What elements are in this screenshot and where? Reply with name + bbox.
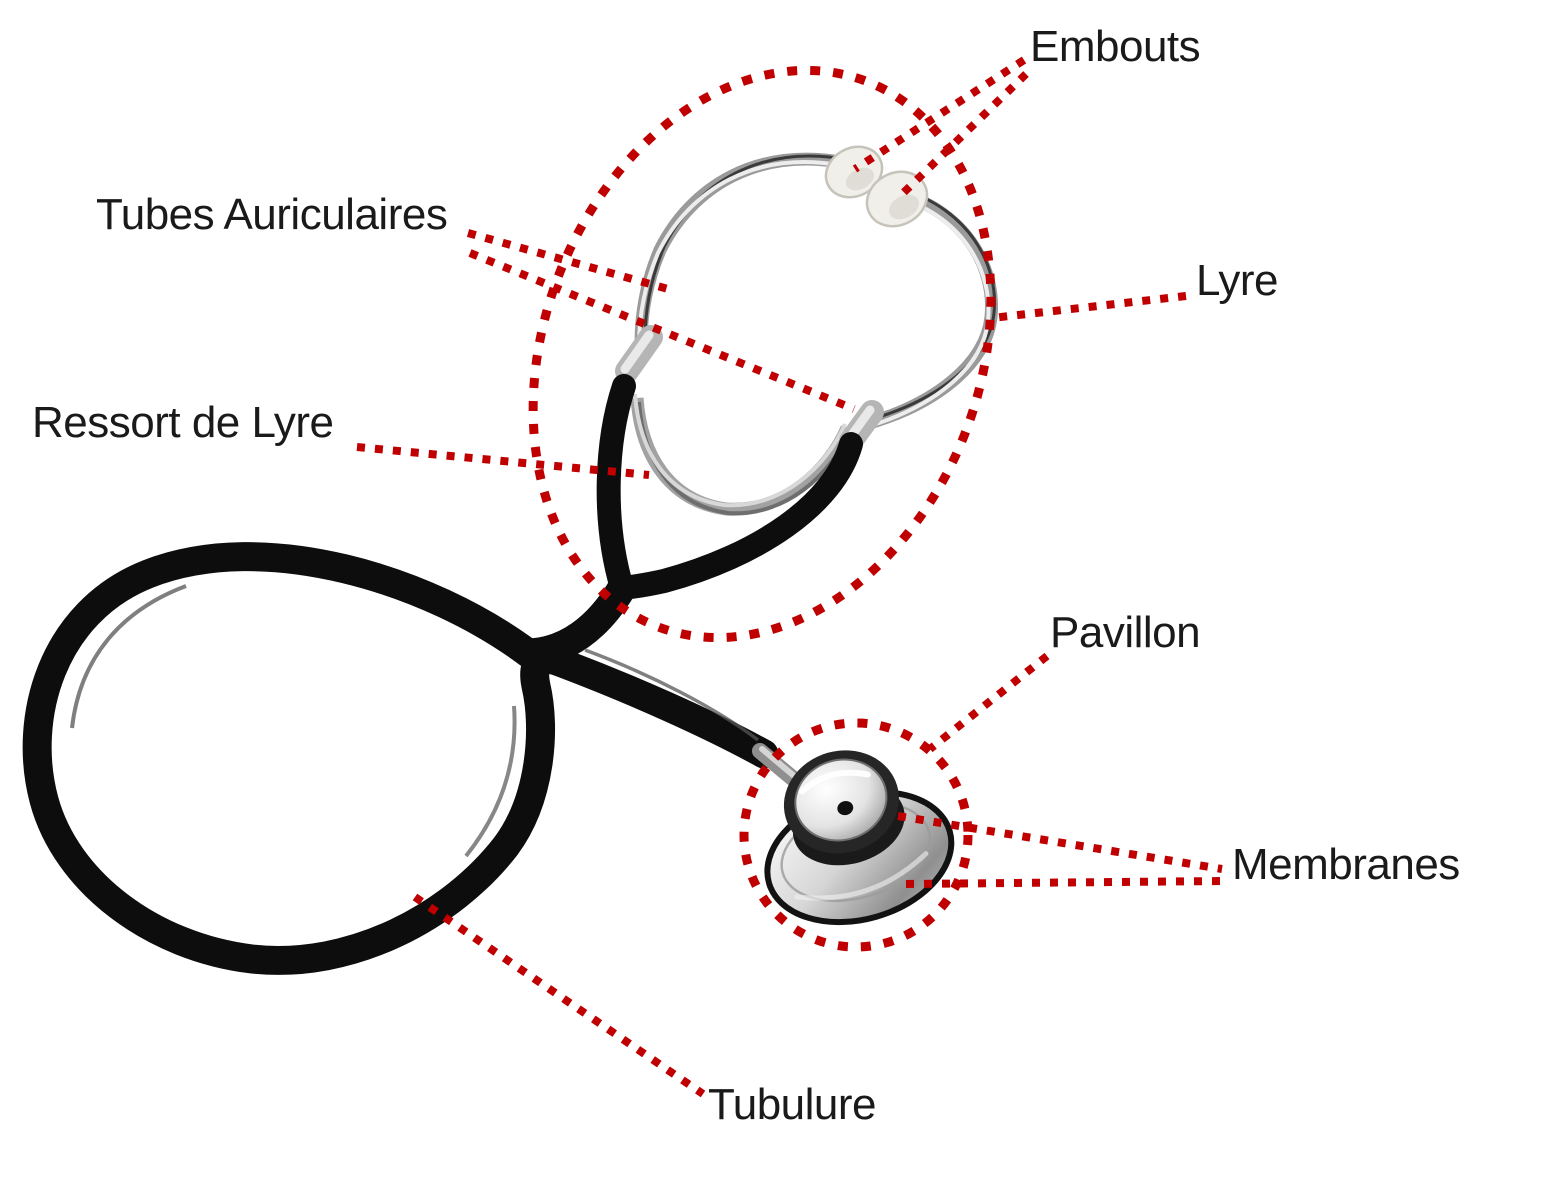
ear-tips (824, 145, 929, 228)
rubber-tubing (22, 374, 863, 975)
leader-line-embouts-1 (852, 56, 1027, 173)
chest-piece (764, 750, 955, 926)
leader-line-lyre (991, 292, 1187, 322)
diaphragm-center-hole (837, 801, 854, 816)
leader-line-tubulure (412, 893, 706, 1098)
annotations (356, 56, 1223, 1098)
binaural-metal-tubes (634, 152, 999, 431)
ferrules (615, 325, 884, 453)
leader-line-pavillon (927, 652, 1050, 753)
ear-tip-right-shade (888, 194, 920, 220)
label-lyre: Lyre (1196, 256, 1278, 305)
stethoscope-artwork (22, 145, 999, 975)
tubing-main (22, 542, 779, 975)
tubing-gloss-3 (584, 648, 760, 742)
leader-line-tubes-auriculaires-1 (466, 229, 670, 293)
label-embouts: Embouts (1030, 22, 1201, 71)
diaphragm-highlight (798, 769, 871, 795)
bell-sheen (794, 851, 929, 901)
lyre-region-outline (528, 65, 996, 643)
ear-tip-left-shade (845, 167, 875, 191)
label-tubulure: Tubulure (708, 1080, 877, 1129)
tubing-gloss-2 (464, 705, 517, 858)
leader-line-tubes-auriculaires-2 (468, 249, 856, 413)
leader-line-membranes-1 (897, 812, 1223, 873)
yoke-arm-left (596, 374, 636, 600)
tubing-gloss-1 (70, 584, 187, 729)
label-ressort-de-lyre: Ressort de Lyre (32, 398, 334, 447)
leader-line-ressort-de-lyre (356, 443, 650, 479)
leader-line-embouts-2 (894, 71, 1029, 202)
ear-tip-right (865, 170, 929, 228)
lyre-spring (630, 393, 853, 516)
pavillon-region-outline (739, 718, 973, 952)
label-membranes: Membranes (1232, 840, 1460, 889)
yoke-arm-right (610, 432, 863, 600)
label-tubes-auriculaires: Tubes Auriculaires (96, 190, 448, 239)
label-pavillon: Pavillon (1050, 608, 1201, 657)
